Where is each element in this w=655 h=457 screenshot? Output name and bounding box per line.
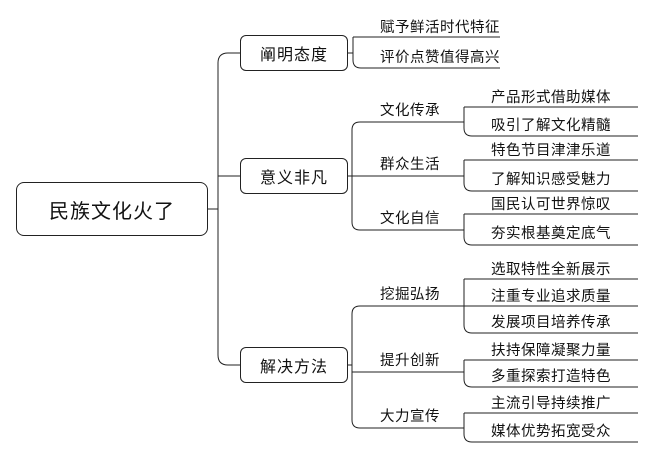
root-node[interactable]: 民族文化火了: [16, 182, 208, 236]
subnode-wenhua-chuancheng[interactable]: 文化传承: [380, 103, 440, 119]
leaf-item: 评价点赞值得高兴: [380, 50, 500, 66]
subnode-wenhua-zixin[interactable]: 文化自信: [380, 211, 440, 227]
leaf-item: 吸引了解文化精髓: [491, 118, 611, 134]
leaf-item: 赋予鲜活时代特征: [380, 20, 500, 36]
subnode-wajue-hongyang[interactable]: 挖掘弘扬: [380, 287, 440, 303]
leaf-item: 产品形式借助媒体: [491, 90, 611, 106]
subnode-dali-xuanchuan[interactable]: 大力宣传: [380, 409, 440, 425]
node-chanming-taidu[interactable]: 阐明态度: [240, 35, 348, 71]
leaf-item: 注重专业追求质量: [491, 289, 611, 305]
node-jiejue-fangfa[interactable]: 解决方法: [240, 347, 348, 383]
leaf-item: 夯实根基奠定底气: [491, 226, 611, 242]
leaf-item: 主流引导持续推广: [491, 396, 611, 412]
leaf-item: 国民认可世界惊叹: [491, 197, 611, 213]
leaf-item: 了解知识感受魅力: [491, 172, 611, 188]
leaf-item: 选取特性全新展示: [491, 262, 611, 278]
node-yiyi-feifan[interactable]: 意义非凡: [240, 158, 348, 194]
leaf-item: 发展项目培养传承: [491, 315, 611, 331]
leaf-item: 扶持保障凝聚力量: [491, 343, 611, 359]
leaf-item: 多重探索打造特色: [491, 369, 611, 385]
subnode-tisheng-chuangxin[interactable]: 提升创新: [380, 353, 440, 369]
leaf-item: 特色节目津津乐道: [491, 143, 611, 159]
leaf-item: 媒体优势拓宽受众: [491, 424, 611, 440]
subnode-qunzhong-shenghuo[interactable]: 群众生活: [380, 157, 440, 173]
